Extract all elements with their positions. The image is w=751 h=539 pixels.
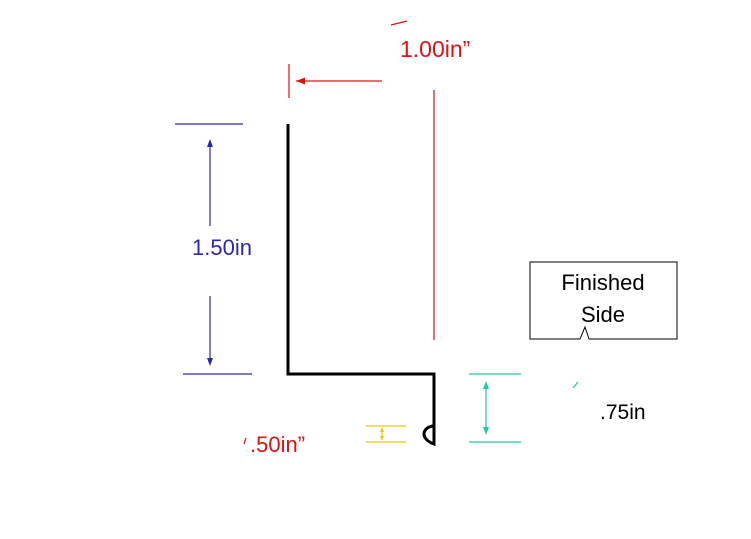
left-height-up-arrowhead (207, 139, 213, 147)
finished-side-callout: Finished Side (529, 261, 678, 340)
hem-height-up-arrowhead (483, 381, 489, 389)
hem-gap-dimension: .50in” (243, 425, 406, 457)
hem-height-down-arrowhead (483, 427, 489, 435)
hem-height-label: .75in (600, 401, 646, 424)
hem-gap-leader-tick (243, 437, 247, 445)
callout-line2: Side (581, 302, 625, 327)
left-height-dimension: 1.50in (175, 123, 252, 375)
hem-height-dimension: .75in (469, 373, 646, 443)
left-height-label: 1.50in (192, 235, 252, 260)
top-width-arrowhead (296, 77, 305, 85)
hem-height-leader-tick (572, 381, 579, 389)
left-height-down-arrowhead (207, 358, 213, 366)
callout-box (529, 261, 678, 340)
callout-line1: Finished (561, 270, 644, 295)
hem-gap-down-arrowhead (380, 436, 384, 441)
top-width-leader-tick (390, 20, 408, 26)
profile-outline (286, 124, 436, 447)
hem-gap-label: .50in” (250, 432, 305, 457)
top-width-dimension: 1.00in” (288, 20, 470, 340)
flashing-profile (286, 124, 436, 447)
hem-gap-up-arrowhead (380, 427, 384, 432)
top-width-label: 1.00in” (400, 36, 470, 62)
